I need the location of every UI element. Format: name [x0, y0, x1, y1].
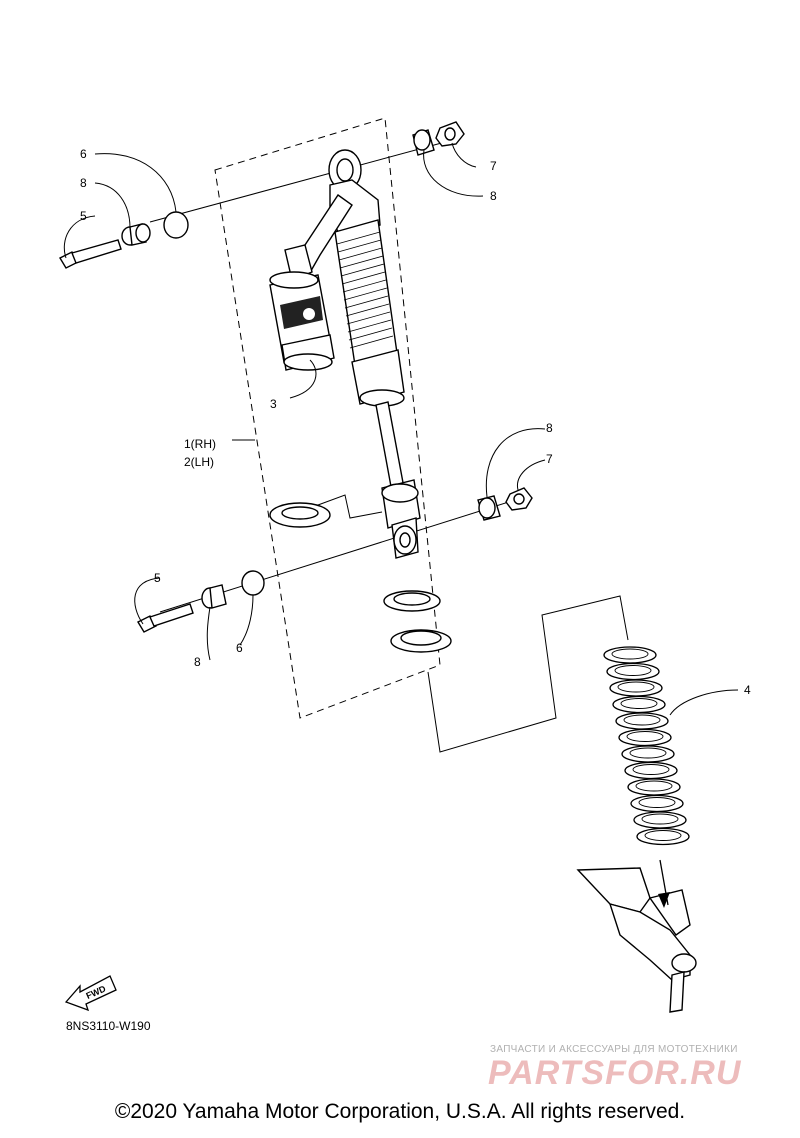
- spring-adjuster-nut-lower: [390, 629, 452, 653]
- bolt-bottom: [137, 603, 194, 633]
- watermark-brand: PARTSFOR.RU: [488, 1054, 742, 1092]
- callout-7-top: 7: [490, 159, 497, 173]
- coil-spring: [603, 646, 690, 846]
- callout-8-bottom: 8: [194, 655, 201, 669]
- fwd-arrow-icon: FWD: [64, 975, 117, 1012]
- callout-2-lh: 2(LH): [184, 455, 214, 469]
- spring-adjuster-nut-upper: [383, 590, 441, 612]
- watermark-tagline: ЗАПЧАСТИ И АКСЕССУАРЫ ДЛЯ МОТОТЕХНИКИ: [490, 1044, 738, 1055]
- callout-3: 3: [270, 397, 277, 411]
- bushing-bottom-left: [241, 570, 265, 596]
- spring-coil-inner: [623, 714, 661, 726]
- callout-4: 4: [744, 683, 751, 697]
- callout-6-bottom: 6: [236, 641, 243, 655]
- copyright-notice: ©2020 Yamaha Motor Corporation, U.S.A. A…: [114, 1100, 686, 1123]
- callout-8-mid: 8: [546, 421, 553, 435]
- spring-coil-inner: [635, 780, 673, 792]
- spring-coil-inner: [632, 764, 670, 775]
- collar-top-left: [121, 223, 151, 246]
- spring-coil-inner: [617, 681, 655, 693]
- callout-8-top-left: 8: [80, 176, 87, 190]
- bolt-top: [59, 239, 122, 269]
- callout-8-top-right: 8: [490, 189, 497, 203]
- callout-6-top: 6: [80, 147, 87, 161]
- nut-bottom: [505, 487, 533, 511]
- spring-coil-inner: [620, 698, 658, 709]
- diagram-code: 8NS3110-W190: [66, 1019, 151, 1033]
- swingarm-fragment: [576, 859, 697, 1013]
- bushing-top-left: [163, 211, 189, 239]
- spring-coil-inner: [641, 813, 679, 825]
- nut-top: [435, 121, 465, 147]
- spring-coil-inner: [644, 830, 682, 841]
- spring-coil-inner: [626, 731, 664, 742]
- spring-coil-inner: [629, 747, 667, 759]
- spring-coil-inner: [638, 797, 676, 808]
- callout-5-top: 5: [80, 209, 87, 223]
- snap-ring: [269, 502, 331, 528]
- spring-coil-inner: [611, 648, 649, 660]
- collar-bottom-right: [477, 495, 501, 521]
- collar-bottom-left: [201, 584, 227, 609]
- callout-1-rh: 1(RH): [184, 437, 216, 451]
- rear-shock-absorber: [269, 149, 421, 559]
- callout-7-mid: 7: [546, 452, 553, 466]
- shock-assembly-outline: [214, 117, 441, 719]
- collar-top-right: [412, 129, 435, 156]
- callout-5-bottom: 5: [154, 571, 161, 585]
- spring-coil-inner: [614, 665, 652, 676]
